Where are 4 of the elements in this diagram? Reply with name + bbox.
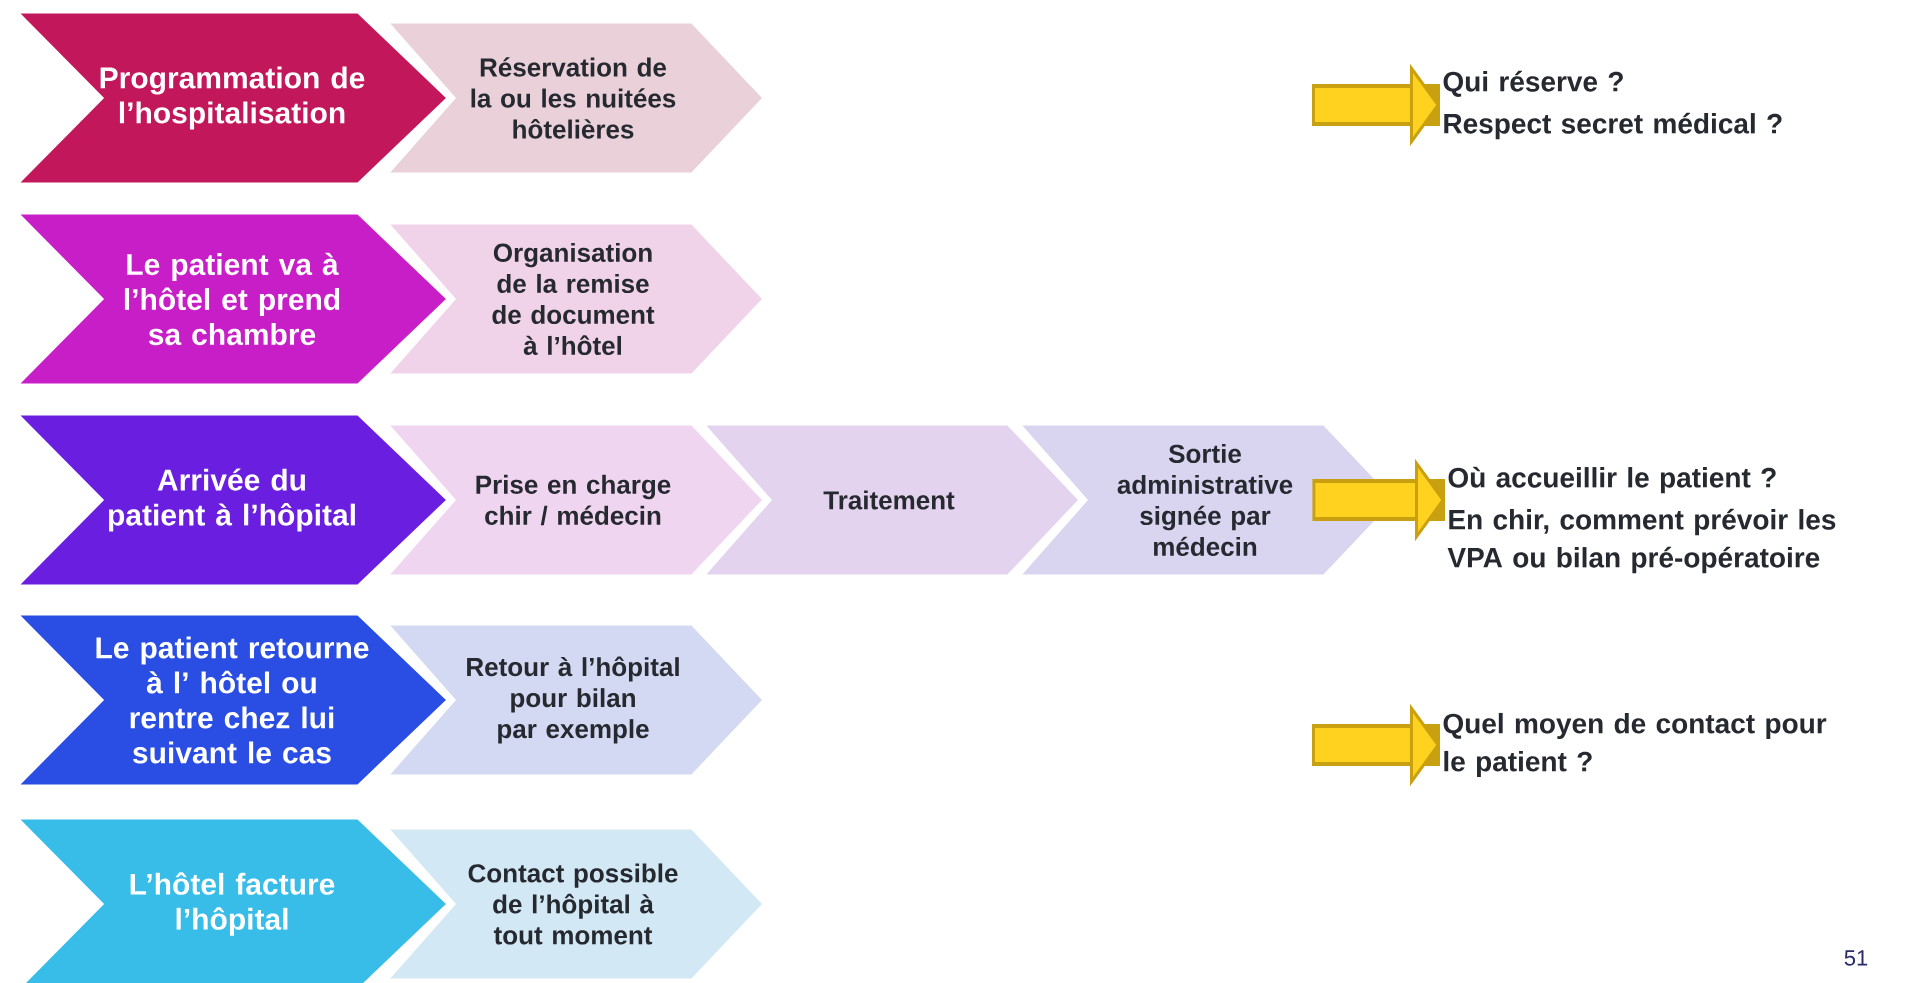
question-text: Qui réserve ? Respect secret médical ? <box>1443 70 1782 140</box>
question-text: Où accueillir le patient ? En chir, comment prévoir les VPA ou bilan pré-opératoire <box>1447 466 1836 574</box>
page-number: 51 <box>1844 950 1868 966</box>
question-text: Quel moyen de contact pour le patient ? <box>1443 712 1827 778</box>
